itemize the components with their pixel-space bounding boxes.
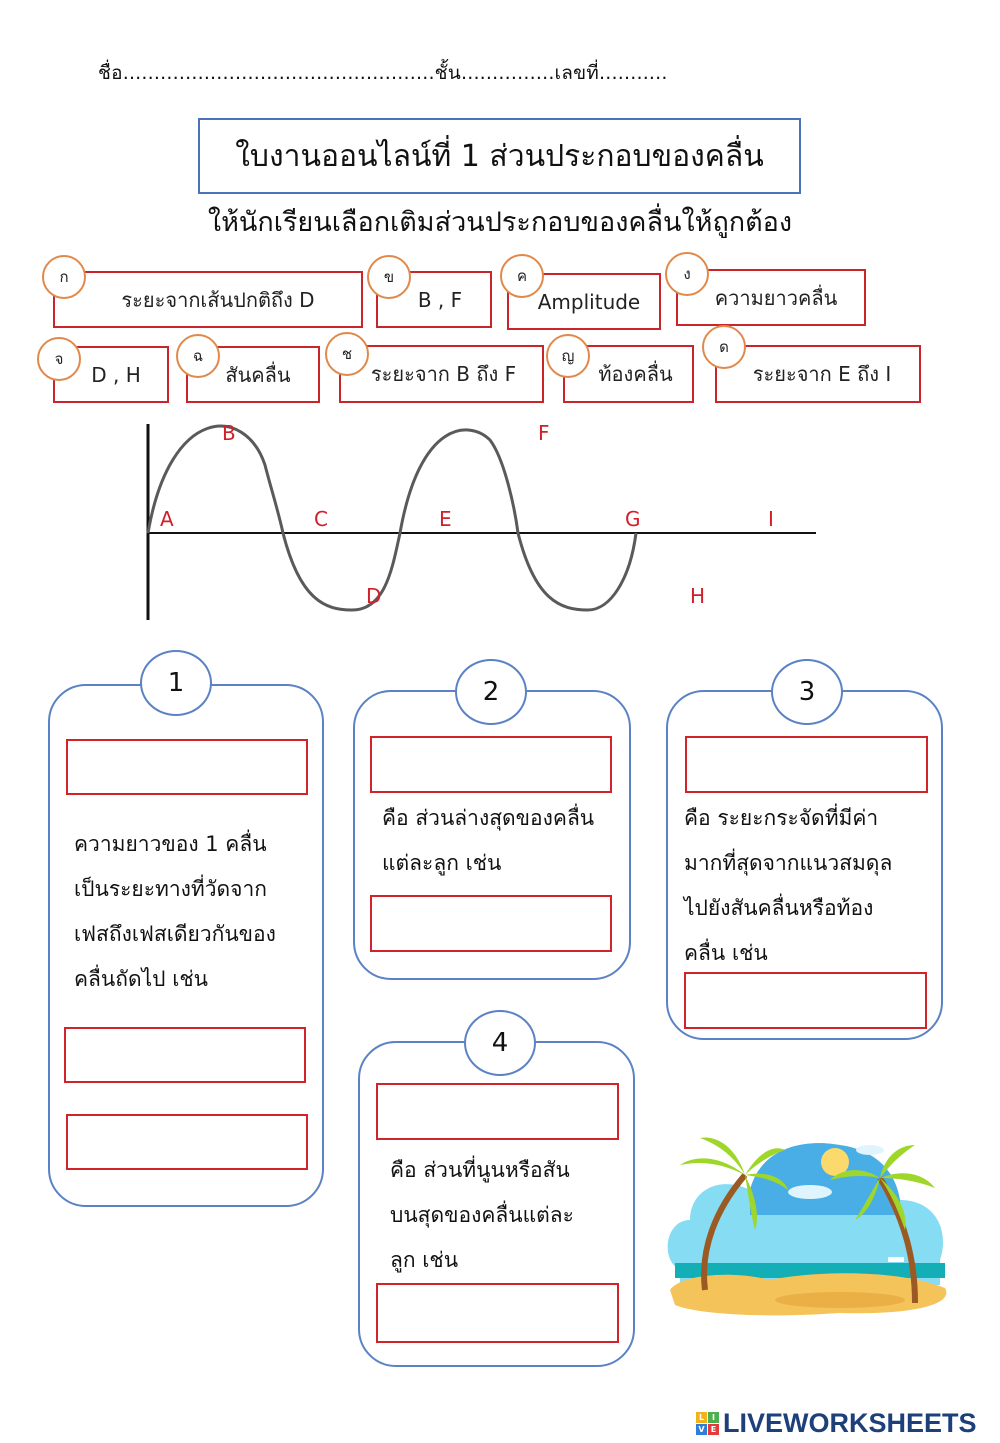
question-number-badge: 3 — [771, 659, 843, 725]
choice-chip[interactable]: ความยาวคลื่น — [676, 269, 866, 326]
choice-letter-badge: ค — [500, 254, 544, 298]
choice-label: ระยะจากเส้นปกติถึง D — [121, 287, 315, 312]
wave-diagram: A B C D E F G H I — [146, 421, 816, 620]
logo-letter: L — [696, 1411, 707, 1423]
choice-label: Amplitude — [537, 289, 641, 314]
choice-letter-badge: ข — [367, 255, 411, 299]
answer-drop-box[interactable] — [370, 895, 612, 952]
point-label-b: B — [222, 421, 236, 445]
sea — [675, 1263, 945, 1278]
palm-trunk — [877, 1176, 918, 1304]
question-number-badge: 4 — [464, 1010, 536, 1076]
palm-leaves-right — [830, 1145, 935, 1230]
sine-wave — [146, 424, 638, 612]
choice-letter-badge: ง — [665, 252, 709, 296]
point-label-h: H — [690, 584, 705, 608]
question-text: ความยาวของ 1 คลื่น เป็นระยะทางที่วัดจาก … — [74, 832, 276, 991]
point-label-g: G — [625, 507, 641, 531]
worksheet-title: ใบงานออนไลน์ที่ 1 ส่วนประกอบของคลื่น — [235, 138, 764, 174]
choice-label: ระยะจาก E ถึง I — [752, 362, 892, 386]
choice-letter-badge: ฉ — [176, 334, 220, 378]
question-number-badge: 1 — [140, 650, 212, 716]
choice-chip[interactable]: ระยะจาก E ถึง I — [715, 345, 921, 403]
point-label-d: D — [366, 584, 381, 608]
sun-icon — [821, 1148, 849, 1176]
point-label-e: E — [439, 507, 452, 531]
answer-drop-box[interactable] — [64, 1027, 306, 1083]
choice-label: สันคลื่น — [225, 362, 291, 387]
answer-drop-box[interactable] — [66, 1114, 308, 1170]
brand-name: LIVEWORKSHEETS — [723, 1407, 977, 1438]
worksheet-title-box: ใบงานออนไลน์ที่ 1 ส่วนประกอบของคลื่น — [198, 118, 801, 194]
answer-drop-box[interactable] — [370, 736, 612, 793]
choice-letter-badge: ด — [702, 325, 746, 369]
question-text: คือ ส่วนที่นูนหรือสัน บนสุดของคลื่นแต่ละ… — [390, 1158, 574, 1272]
question-number-badge: 2 — [455, 659, 527, 725]
answer-drop-box[interactable] — [684, 972, 927, 1029]
point-label-a: A — [160, 507, 174, 531]
choice-letter-badge: ช — [325, 332, 369, 376]
instruction-text: ให้นักเรียนเลือกเติมส่วนประกอบของคลื่นให… — [207, 207, 793, 238]
choice-letter-badge: จ — [37, 337, 81, 381]
answer-drop-box[interactable] — [376, 1083, 619, 1140]
cloud-icon — [856, 1145, 884, 1155]
choice-label: D , H — [91, 362, 141, 387]
choice-letter-badge: ญ — [546, 334, 590, 378]
liveworksheets-brand[interactable]: L I V E LIVEWORKSHEETS — [696, 1408, 977, 1438]
sky-upper — [750, 1143, 900, 1215]
choice-chip[interactable]: ระยะจาก B ถึง F — [339, 345, 544, 403]
point-label-c: C — [314, 507, 328, 531]
cloud-icon — [788, 1185, 832, 1199]
ship-icon — [888, 1257, 904, 1262]
choice-chip[interactable]: ระยะจากเส้นปกติถึง D — [53, 271, 363, 328]
question-text: คือ ส่วนล่างสุดของคลื่น แต่ละลูก เช่น — [382, 806, 595, 875]
choice-label: ความยาวคลื่น — [714, 285, 838, 310]
answer-drop-box[interactable] — [685, 736, 928, 793]
answer-drop-box[interactable] — [66, 739, 308, 795]
choice-label: ระยะจาก B ถึง F — [370, 362, 517, 386]
choice-label: B , F — [417, 287, 463, 312]
logo-letter: E — [708, 1423, 719, 1435]
answer-drop-box[interactable] — [376, 1283, 619, 1343]
beach-illustration — [667, 1137, 947, 1316]
palm-leaves-left — [680, 1137, 788, 1230]
point-label-i: I — [768, 507, 774, 531]
choice-letter-badge: ก — [42, 255, 86, 299]
liveworksheets-logo-icon: L I V E — [696, 1411, 719, 1435]
logo-letter: I — [708, 1411, 719, 1423]
question-text: คือ ระยะกระจัดที่มีค่า มากที่สุดจากแนวสม… — [684, 806, 893, 965]
sand-shadow — [775, 1292, 905, 1308]
choice-label: ท้องคลื่น — [598, 362, 673, 386]
palm-trunk — [701, 1173, 748, 1291]
student-info-line: ชื่อ....................................… — [98, 62, 668, 84]
point-label-f: F — [538, 421, 550, 445]
logo-letter: V — [696, 1423, 707, 1435]
